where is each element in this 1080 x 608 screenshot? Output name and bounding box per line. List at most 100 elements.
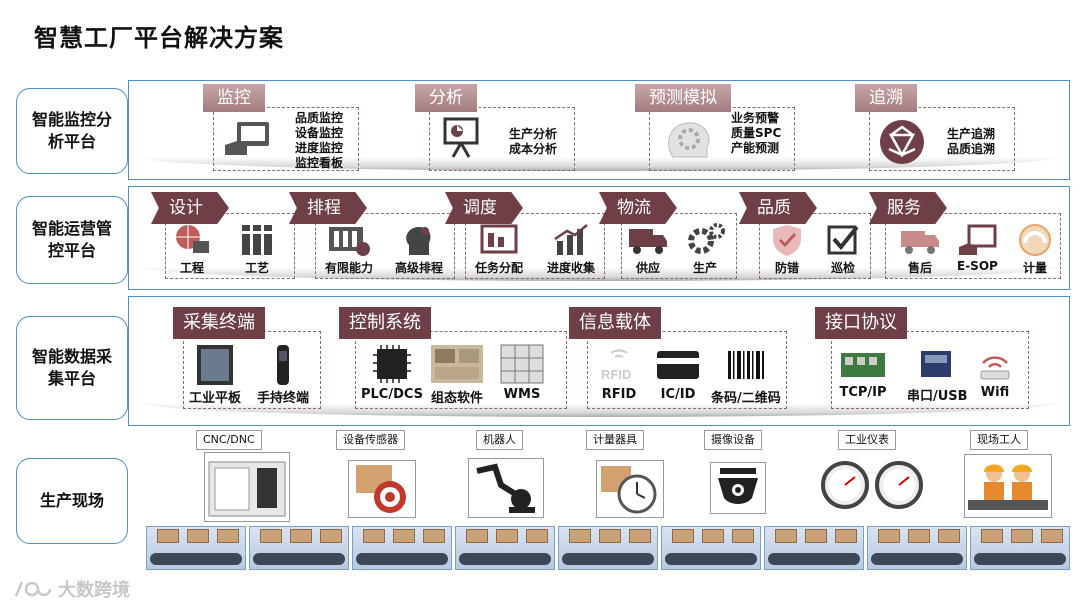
collection-panel: 采集终端 工业平板 手持终端 控制系统 PLC/DCS 组态软件 WMS 信息载… [128,296,1070,426]
field-label-metering: 计量器具 [586,430,644,450]
service-esop: E-SOP [957,223,998,273]
sensor-target-icon [352,463,412,515]
design-engineering: 工程 [173,223,211,276]
belt-segment [558,526,658,570]
watermark: 大数跨境 [12,576,130,602]
presentation-board-icon [441,115,481,163]
service-metering: 计量 [1017,223,1053,276]
service-aftersales: 售后 [899,223,941,276]
tag-quality: 品质 [739,192,817,224]
task-board-icon [480,223,518,257]
field-box-metering [596,460,664,518]
rfid-icon: RFID [597,343,641,387]
field-label-gauge: 工业仪表 [838,430,896,450]
network-trace-icon [879,119,925,169]
network-card-icon [839,345,887,385]
tag-terminals: 采集终端 [173,307,265,339]
tag-protocol: 接口协议 [815,307,907,339]
tag-control: 控制系统 [339,307,431,339]
protocol-serial: 串口/USB [907,345,968,404]
brain-gear-icon [663,117,715,167]
protocol-tcpip: TCP/IP [839,345,887,400]
capacity-gear-icon [327,223,371,257]
belt-segment [455,526,555,570]
workers-icon [966,456,1050,516]
terminal-tablet: 工业平板 [189,343,241,406]
bar-chart-icon [553,223,589,257]
tag-trace: 追溯 [855,84,917,112]
page-title: 智慧工厂平台解决方案 [34,18,284,53]
field-label-robot: 机器人 [476,430,523,450]
belt-segment [661,526,761,570]
belt-segment [764,526,864,570]
cnc-machine-icon [205,454,289,520]
trace-item: 品质追溯 [947,142,995,157]
monitor-item: 进度监控 [295,141,343,156]
checkbox-icon [825,223,861,257]
monitor-items: 品质监控 设备监控 进度监控 监控看板 [295,111,343,171]
tag-logistics: 物流 [599,192,677,224]
handheld-scanner-icon [268,343,298,387]
field-label-cnc: CNC/DNC [196,430,262,450]
belt-segment [867,526,967,570]
terminal-handheld: 手持终端 [257,343,309,406]
logistics-supply: 供应 [627,223,669,276]
forecast-items: 业务预警 质量SPC 产能预测 [731,111,781,156]
carrier-rfid: RFID RFID [597,343,641,402]
field-box-camera [710,462,766,514]
schedule-advanced: 高级排程 [395,223,443,276]
watermark-logo-icon [12,578,52,600]
carrier-icid: IC/ID [655,343,701,402]
binders-icon [239,223,275,257]
field-box-sensor [348,460,416,518]
belt-segment [970,526,1070,570]
dispatch-progress: 进度收集 [547,223,595,276]
serial-adapter-icon [915,345,959,385]
control-plc: PLC/DCS [361,341,423,402]
row-label-operations: 智能运营管控平台 [16,196,128,284]
tag-dispatch: 调度 [445,192,523,224]
monitor-panel: 监控 品质监控 设备监控 进度监控 监控看板 分析 生产分析 成本分析 预测模拟… [128,80,1070,180]
screen-hand-icon [957,223,997,257]
dispatch-tasks: 任务分配 [475,223,523,276]
globe-computer-icon [173,223,211,257]
trace-items: 生产追溯 品质追溯 [947,127,995,157]
field-box-robot [468,458,544,518]
forecast-item: 质量SPC [731,126,781,141]
warehouse-rack-icon [497,341,547,387]
belt-segment [249,526,349,570]
schedule-capacity: 有限能力 [325,223,373,276]
gauges-icon [819,461,925,509]
meter-icon [1017,223,1053,257]
dome-camera-icon [712,464,764,512]
field-box-cnc [204,452,290,522]
field-box-workers [964,454,1052,518]
field-label-camera: 摄像设备 [704,430,762,450]
barcode-icon [724,343,768,387]
quality-inspection: 巡检 [825,223,861,276]
service-truck-icon [899,223,941,257]
protocol-wifi: Wifi [975,345,1015,400]
monitor-item: 品质监控 [295,111,343,126]
field-label-sensor: 设备传感器 [336,430,405,450]
control-scada: 组态软件 [429,341,485,406]
operations-panel: 设计 工程 工艺 排程 有限能力 高级排程 调度 任务分配 进度收集 物流 供应… [128,186,1070,290]
analysis-item: 生产分析 [509,127,557,142]
scada-software-icon [429,341,485,387]
chip-icon [369,341,415,387]
tag-schedule: 排程 [289,192,367,224]
delivery-truck-icon [627,223,669,257]
row-label-field: 生产现场 [16,458,128,544]
stopwatch-icon [599,462,661,516]
belt-segment [146,526,246,570]
industrial-tablet-icon [193,343,237,387]
row-label-collection: 智能数据采集平台 [16,316,128,420]
belt-segment [352,526,452,570]
wifi-router-icon [975,345,1015,385]
head-idea-icon [401,223,437,257]
tag-monitor: 监控 [203,84,265,112]
analysis-items: 生产分析 成本分析 [509,127,557,157]
monitor-item: 设备监控 [295,126,343,141]
tag-analysis: 分析 [415,84,477,112]
forecast-item: 业务预警 [731,111,781,126]
